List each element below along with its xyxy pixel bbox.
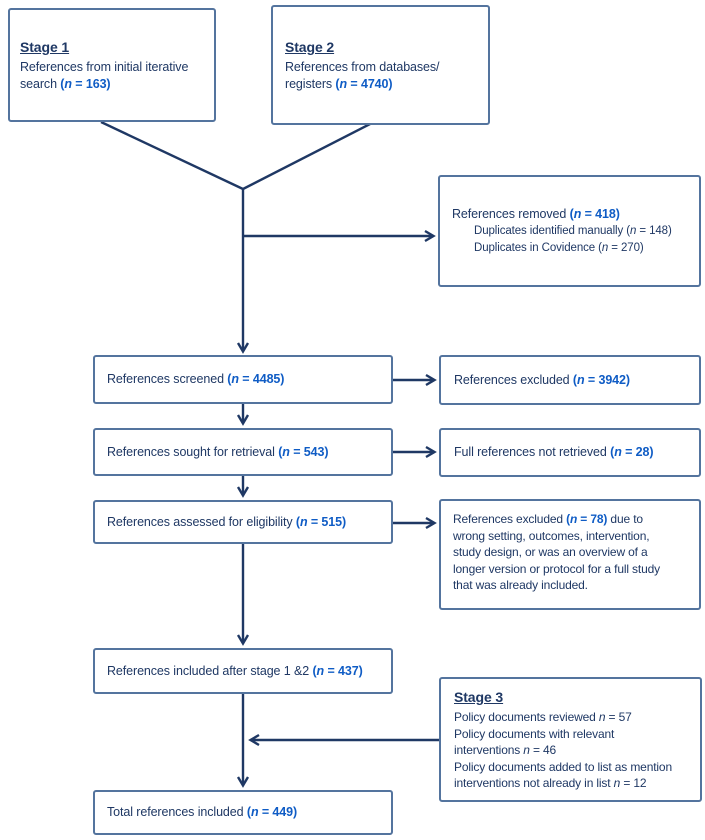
- box-included-stage1-2: References included after stage 1 &2 (n …: [93, 648, 393, 694]
- text-line: longer version or protocol for a full st…: [453, 561, 660, 576]
- box-references-sought: References sought for retrieval (n = 543…: [93, 428, 393, 476]
- text-line: interventions n = 46: [454, 743, 557, 757]
- text-line: that was already included.: [453, 578, 588, 592]
- text-line: References included after stage 1 &2 (n …: [107, 663, 363, 678]
- text-line: search (n = 163): [20, 77, 111, 91]
- box-not-retrieved: Full references not retrieved (n = 28): [439, 428, 701, 477]
- text-line: References excluded (n = 3942): [454, 372, 630, 387]
- text-line: Full references not retrieved (n = 28): [454, 445, 654, 459]
- text-line: References sought for retrieval (n = 543…: [107, 444, 329, 459]
- box-stage2-databases: Stage 2 References from databases/registe…: [271, 5, 490, 125]
- text-line: Policy documents added to list as mentio…: [454, 759, 672, 774]
- text-line: study design, or was an overview of a: [453, 545, 648, 559]
- text-line: Policy documents with relevant: [454, 726, 615, 741]
- text-line: References screened (n = 4485): [107, 372, 285, 386]
- box-stage1-initial-search: Stage 1 References from initial iterative…: [8, 8, 216, 122]
- text-line: References removed (n = 418): [452, 206, 620, 221]
- box-references-removed: References removed (n = 418) Duplicates i…: [438, 175, 701, 287]
- text-line: References assessed for eligibility (n =…: [107, 514, 347, 529]
- text-line: registers (n = 4740): [285, 77, 393, 91]
- connector-stage1-merge: [100, 120, 244, 191]
- text-line: Stage 3: [454, 689, 504, 705]
- text-line: wrong setting, outcomes, intervention,: [453, 528, 650, 543]
- text-line: References from initial iterative: [20, 60, 189, 74]
- connector-stage2-merge: [242, 121, 373, 191]
- text-line: Stage 2: [285, 39, 335, 55]
- box-excluded-eligibility-reasons: References excluded (n = 78) due to wrong…: [439, 499, 701, 610]
- box-total-included: Total references included (n = 449): [93, 790, 393, 835]
- text-line: Stage 1: [20, 39, 70, 55]
- box-assessed-eligibility: References assessed for eligibility (n =…: [93, 500, 393, 544]
- text-line: Total references included (n = 449): [107, 805, 298, 819]
- text-line: Duplicates in Covidence (n = 270): [474, 241, 644, 254]
- text-line: Policy documents reviewed n = 57: [454, 710, 632, 724]
- text-line: References excluded (n = 78) due to: [453, 512, 643, 526]
- box-references-excluded: References excluded (n = 3942): [439, 355, 701, 405]
- box-references-screened: References screened (n = 4485): [93, 355, 393, 404]
- box-stage3-policy-documents: Stage 3 Policy documents reviewed n = 57 P…: [439, 677, 702, 802]
- text-line: interventions not already in list n = 12: [454, 776, 647, 790]
- text-line: Duplicates identified manually (n = 148): [474, 224, 672, 237]
- text-line: References from databases/: [285, 60, 440, 74]
